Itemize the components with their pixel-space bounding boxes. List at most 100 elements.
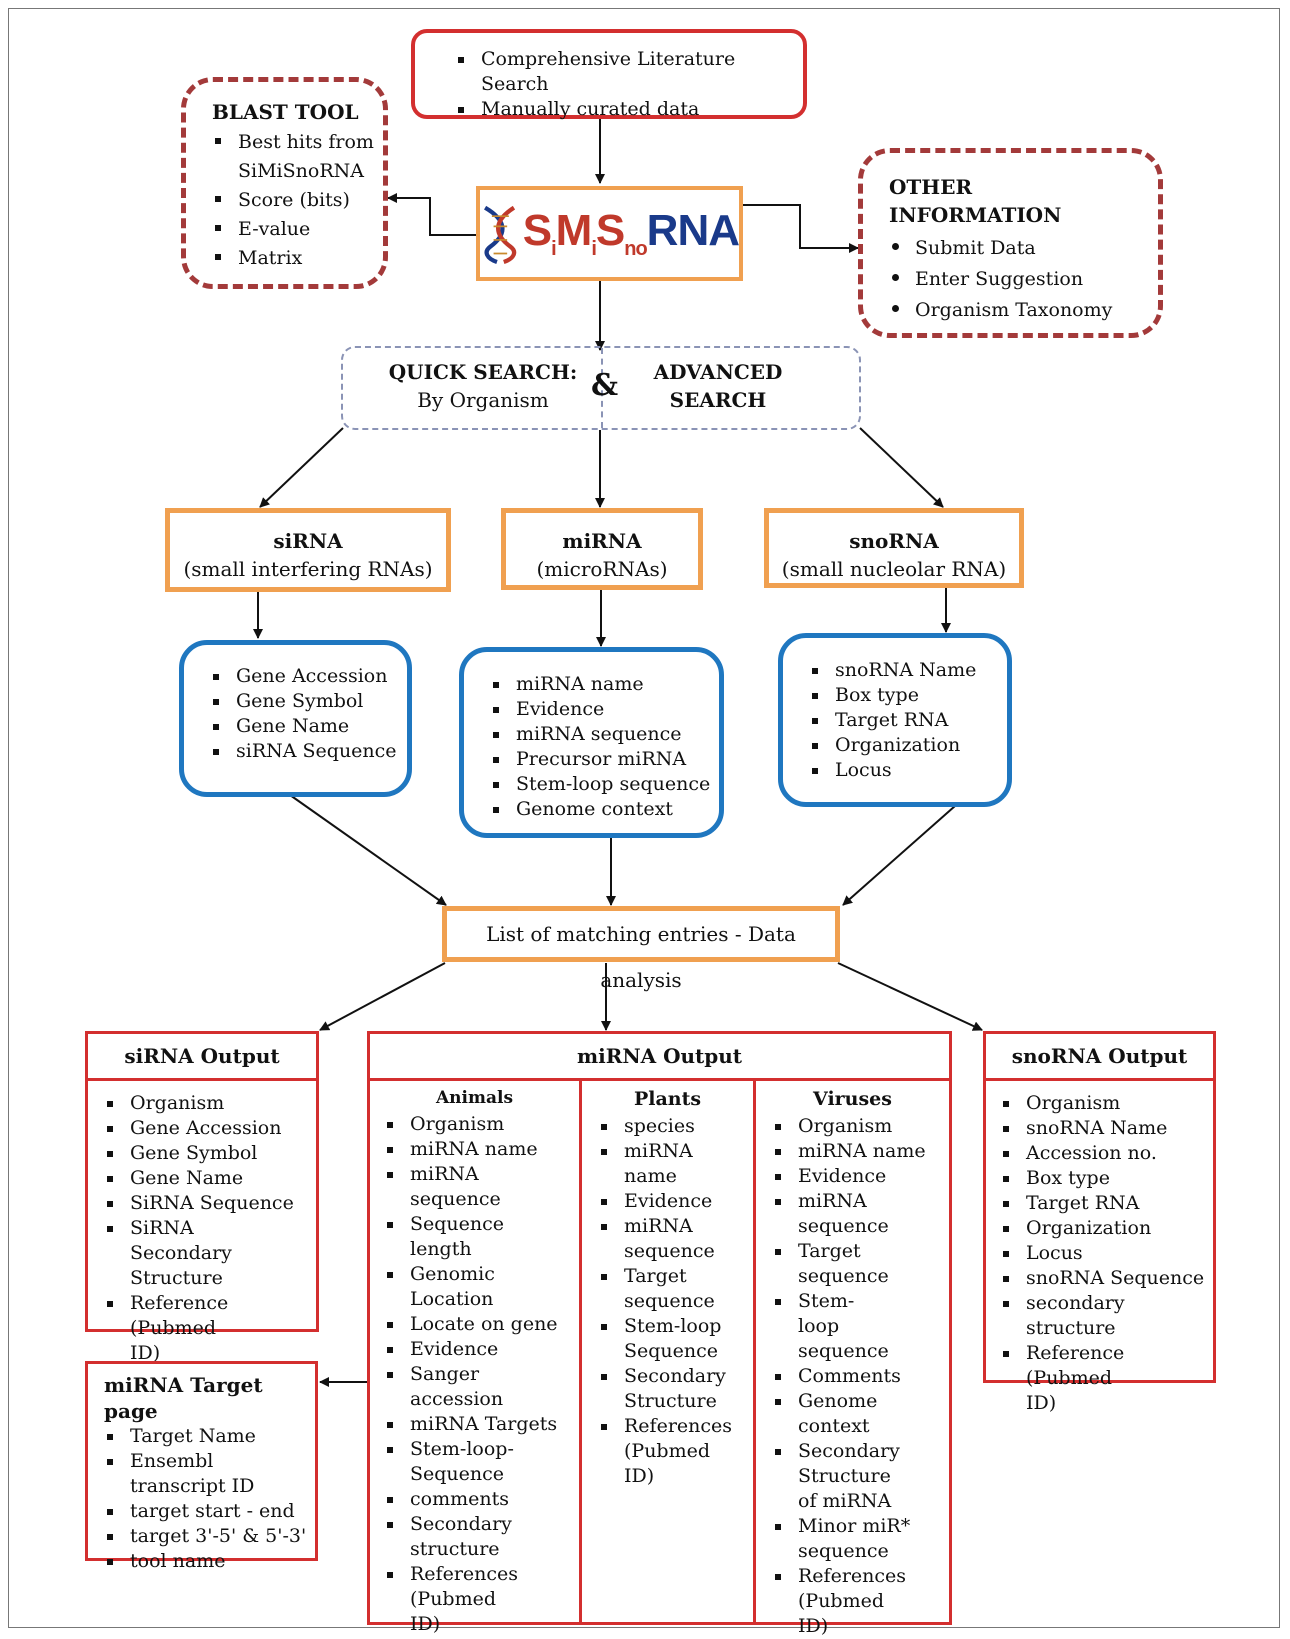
list-item: Genome context (772, 1389, 878, 1439)
list-item: References (Pubmed ID) (598, 1414, 744, 1489)
list-item: Target sequence (772, 1239, 889, 1289)
list-item: Organism (772, 1114, 942, 1139)
sirna-output-box: siRNA Output Organism Gene Accession Gen… (85, 1031, 319, 1364)
list-item: Organism (384, 1112, 568, 1137)
list-item: Precursor miRNA (490, 747, 719, 772)
list-item: Gene Name (210, 714, 407, 739)
logo-box: SiMiSnoRNA (476, 186, 743, 281)
other-title: OTHER INFORMATION (889, 175, 1062, 227)
list-item: Target sequence (598, 1264, 715, 1314)
list-item: miRNA sequence (598, 1214, 715, 1264)
list-item: Evidence (772, 1164, 942, 1189)
list-item: miRNA sequence (772, 1189, 889, 1239)
list-item: Best hits from SiMiSnoRNA (212, 128, 383, 186)
mirna-output-title: miRNA Output (370, 1034, 949, 1081)
list-item: siRNA Sequence (210, 739, 407, 764)
list-item: Target Name (104, 1424, 315, 1449)
literature-box: Comprehensive Literature Search Manually… (411, 29, 807, 122)
arrow-snorna-fields-to-analysis (842, 805, 956, 906)
animals-column: Animals Organism miRNA name miRNA sequen… (370, 1080, 579, 1635)
animals-list: Organism miRNA name miRNA sequence Seque… (370, 1112, 568, 1637)
snorna-type-box: snoRNA (small nucleolar RNA) (764, 508, 1024, 588)
column-divider (579, 1080, 582, 1622)
quick-search: QUICK SEARCH: By Organism (343, 358, 623, 414)
literature-list: Comprehensive Literature Search Manually… (455, 47, 803, 122)
search-divider (601, 348, 603, 428)
viruses-list: Organism miRNA name Evidence miRNA seque… (756, 1114, 942, 1639)
snorna-fields-list: snoRNA Name Box type Target RNA Organiza… (809, 658, 1007, 783)
list-item: Ensembl transcript ID (104, 1449, 310, 1499)
list-item: Box type (1000, 1166, 1213, 1191)
list-item: Organization (1000, 1216, 1213, 1241)
snorna-output-box: snoRNA Output Organism snoRNA Name Acces… (983, 1031, 1216, 1414)
list-item: Evidence (384, 1337, 568, 1362)
list-item: miRNA name (490, 672, 719, 697)
list-item: References (Pubmed ID) (384, 1562, 530, 1637)
mirna-type-title: miRNA (562, 529, 642, 553)
data-analysis-box: List of matching entries - Data analysis (442, 906, 840, 992)
snorna-type-subtitle: (small nucleolar RNA) (781, 557, 1007, 581)
list-item: Organization (809, 733, 1007, 758)
mirna-fields-list: miRNA name Evidence miRNA sequence Precu… (490, 672, 719, 822)
arrow-search-to-sirna (259, 427, 344, 508)
other-info-box: OTHER INFORMATION Submit Data Enter Sugg… (858, 148, 1163, 338)
sirna-output-list: Organism Gene Accession Gene Symbol Gene… (88, 1081, 316, 1366)
list-item: Gene Accession (210, 664, 407, 689)
snorna-type-title: snoRNA (849, 529, 939, 553)
arrow-analysis-to-sirna-output (319, 962, 446, 1031)
arrow-logo-to-other (742, 204, 859, 253)
list-item: SiRNA Secondary Structure (104, 1216, 300, 1291)
arrow-logo-to-blast (387, 193, 478, 236)
list-item: E-value (212, 215, 383, 244)
list-item: snoRNA Name (809, 658, 1007, 683)
list-item: Stem-loop sequence (772, 1289, 889, 1364)
dna-helix-icon (483, 205, 517, 264)
list-item: Organism Taxonomy (889, 295, 1158, 326)
snorna-output-title: snoRNA Output (986, 1034, 1213, 1081)
sirna-output-title: siRNA Output (88, 1034, 316, 1081)
plants-column: Plants species miRNA name Evidence miRNA… (582, 1080, 753, 1622)
list-item: Box type (809, 683, 1007, 708)
mirna-type-subtitle: (microRNAs) (536, 557, 668, 581)
list-item: Enter Suggestion (889, 264, 1158, 295)
blast-list: Best hits from SiMiSnoRNA Score (bits) E… (212, 128, 383, 273)
target-page-title: miRNA Target page (104, 1373, 263, 1423)
list-item: Gene Accession (104, 1116, 316, 1141)
list-item: Secondary structure (384, 1512, 520, 1562)
target-page-list: Target Name Ensembl transcript ID target… (104, 1424, 315, 1574)
list-item: Target RNA (1000, 1191, 1213, 1216)
list-item: Stem-loop-Sequence (384, 1437, 520, 1487)
sirna-fields-box: Gene Accession Gene Symbol Gene Name siR… (179, 640, 412, 797)
list-item: comments (384, 1487, 568, 1512)
list-item: Gene Symbol (104, 1141, 316, 1166)
list-item: miRNA sequence (490, 722, 719, 747)
ampersand: & (591, 368, 619, 403)
list-item: snoRNA Name (1000, 1116, 1213, 1141)
viruses-column: Viruses Organism miRNA name Evidence miR… (756, 1080, 949, 1637)
list-item: Gene Symbol (210, 689, 407, 714)
list-item: Organism (104, 1091, 316, 1116)
list-item: species (598, 1114, 743, 1139)
search-box: QUICK SEARCH: By Organism & ADVANCED SEA… (341, 346, 861, 430)
list-item: Locate on gene (384, 1312, 568, 1337)
blast-title: BLAST TOOL (212, 100, 359, 124)
list-item: Stem-loop Sequence (598, 1314, 724, 1364)
list-item: Secondary Structure of miRNA (772, 1439, 908, 1514)
list-item: miRNA name (772, 1139, 942, 1164)
list-item: secondary structure (1000, 1291, 1213, 1341)
list-item: Sanger accession (384, 1362, 568, 1412)
list-item: Reference (Pubmed ID) (1000, 1341, 1146, 1416)
mirna-fields-box: miRNA name Evidence miRNA sequence Precu… (459, 647, 724, 838)
list-item: miRNA Targets (384, 1412, 568, 1437)
animals-title: Animals (435, 1088, 514, 1108)
sirna-fields-list: Gene Accession Gene Symbol Gene Name siR… (210, 664, 407, 764)
list-item: Evidence (490, 697, 719, 722)
sirna-type-box: siRNA (small interfering RNAs) (165, 508, 451, 592)
quick-search-title: QUICK SEARCH: (388, 360, 578, 384)
mirna-type-box: miRNA (microRNAs) (501, 508, 703, 590)
arrow-search-to-snorna (859, 427, 944, 508)
list-item: Genome context (490, 797, 719, 822)
list-item: Submit Data (889, 233, 1158, 264)
viruses-title: Viruses (813, 1088, 892, 1110)
